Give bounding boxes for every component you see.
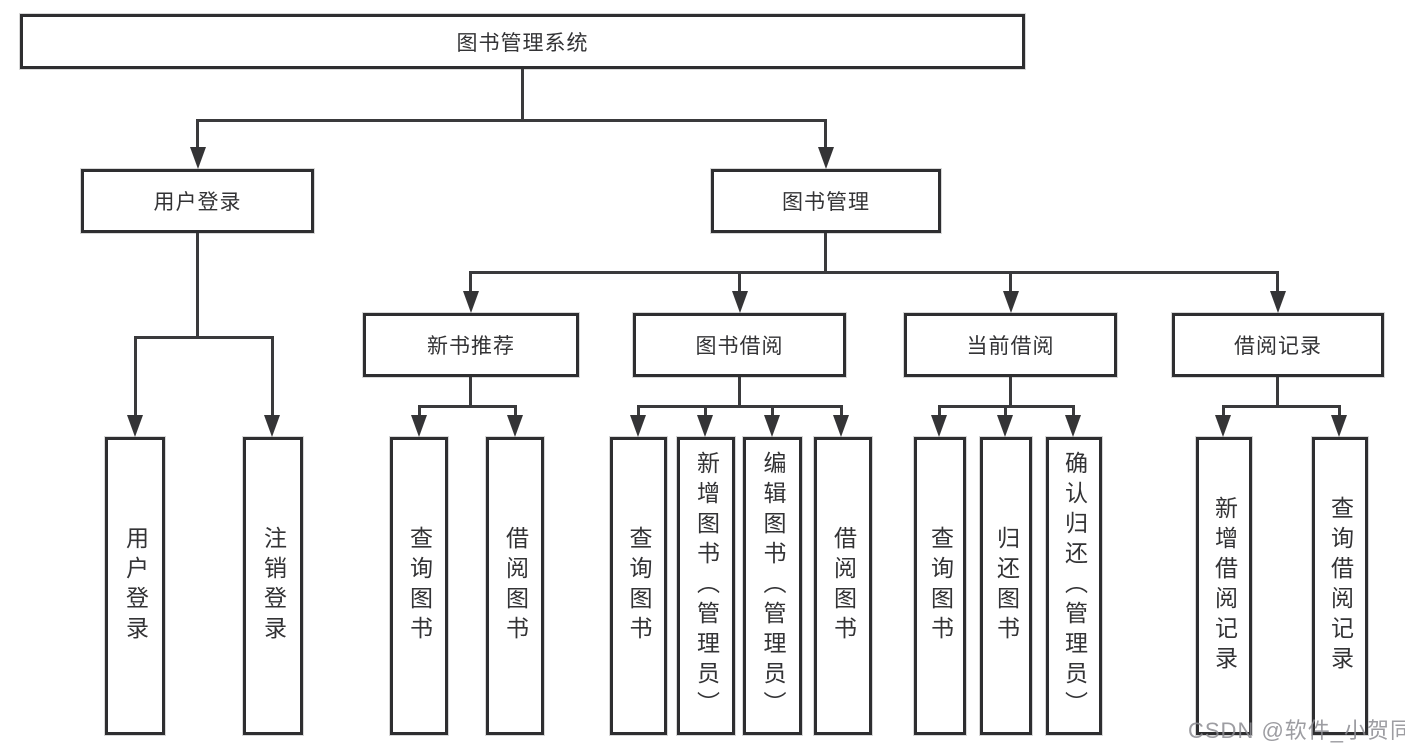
connector-leaf-stem [514,405,517,421]
connector-leaf-stem [771,405,774,421]
leaf-current-return-books-label: 归还图书 [993,526,1020,646]
connector-to-leaf-logout [271,336,274,421]
arrow-down-icon [818,147,834,169]
node-borrow-records-label: 借阅记录 [1234,335,1322,358]
connector-to-new-book-recommend [469,271,472,297]
leaf-records-add-record: 新增借阅记录 [1196,437,1252,735]
leaf-rec-query-books: 查询图书 [390,437,448,735]
arrow-down-icon [1270,291,1286,313]
leaf-current-query-books-label: 查询图书 [927,526,954,646]
leaf-current-query-books: 查询图书 [914,437,966,735]
connector-to-book-mgmt [824,119,827,151]
arrow-down-icon [697,415,713,437]
connector-to-user-login [196,119,199,151]
connector-leaf-stem [637,405,640,421]
node-current-borrow: 当前借阅 [904,313,1117,377]
arrow-down-icon [507,415,523,437]
arrow-down-icon [997,415,1013,437]
leaf-borrow-borrow-books-label: 借阅图书 [830,526,857,646]
connector-root-bar [196,119,827,122]
leaf-borrow-edit-books-admin: 编辑图书（管理员） [743,437,802,735]
leaf-current-confirm-return-admin-label: 确认归还（管理员） [1061,451,1088,721]
csdn-watermark: CSDN @软件_小贺同学 [1188,718,1405,743]
connector-root-stem [521,69,524,119]
leaf-logout-label: 注销登录 [260,526,287,646]
leaf-rec-query-books-label: 查询图书 [406,526,433,646]
connector-to-leaf-user-login [134,336,137,421]
arrow-down-icon [764,415,780,437]
leaf-borrow-query-books-label: 查询图书 [626,526,652,646]
leaf-user-login-label: 用户登录 [122,526,149,646]
arrow-down-icon [1215,415,1231,437]
arrow-down-icon [732,291,748,313]
connector-book-mgmt-stem [824,233,827,271]
connector-to-borrow-records [1276,271,1279,297]
connector-leaf-stem [1072,405,1075,421]
leaf-borrow-borrow-books: 借阅图书 [814,437,872,735]
node-root-label: 图书管理系统 [456,31,589,55]
arrow-down-icon [264,415,280,437]
node-new-book-recommend: 新书推荐 [363,313,579,377]
node-book-borrow: 图书借阅 [633,313,846,377]
node-book-management-label: 图书管理 [782,191,870,214]
arrow-down-icon [630,415,646,437]
node-book-borrow-label: 图书借阅 [695,335,784,358]
connector-leaf-stem [704,405,707,421]
leaf-borrow-query-books: 查询图书 [610,437,667,735]
leaf-records-add-record-label: 新增借阅记录 [1211,496,1238,676]
arrow-down-icon [833,415,849,437]
node-user-login-label: 用户登录 [153,191,242,214]
node-user-login: 用户登录 [81,169,314,233]
connector-book-mgmt-bar [469,271,1278,274]
arrow-down-icon [190,147,206,169]
leaf-logout: 注销登录 [243,437,303,735]
arrow-down-icon [1003,291,1019,313]
connector-leaf-stem [1222,405,1225,421]
connector-user-login-stem [196,233,199,336]
connector-borrow-stem [738,377,741,405]
connector-recommend-bar [418,405,517,408]
leaf-current-confirm-return-admin: 确认归还（管理员） [1046,437,1102,735]
leaf-records-query-record-label: 查询借阅记录 [1327,496,1354,676]
connector-to-book-borrow [738,271,741,297]
connector-leaf-stem [938,405,941,421]
arrow-down-icon [1331,415,1347,437]
leaf-borrow-add-books-admin: 新增图书（管理员） [677,437,735,735]
node-book-management: 图书管理 [711,169,941,233]
leaf-rec-borrow-books: 借阅图书 [486,437,544,735]
connector-to-current-borrow [1009,271,1012,297]
connector-leaf-stem [840,405,843,421]
arrow-down-icon [1065,415,1081,437]
connector-recommend-stem [469,377,472,405]
connector-records-stem [1276,377,1279,405]
arrow-down-icon [931,415,947,437]
arrow-down-icon [127,415,143,437]
leaf-user-login: 用户登录 [105,437,165,735]
connector-leaf-stem [418,405,421,421]
connector-user-login-bar [134,336,274,339]
leaf-rec-borrow-books-label: 借阅图书 [502,526,529,646]
arrow-down-icon [411,415,427,437]
arrow-down-icon [463,291,479,313]
connector-borrow-bar [637,405,843,408]
leaf-borrow-edit-books-admin-label: 编辑图书（管理员） [760,451,786,721]
node-borrow-records: 借阅记录 [1172,313,1384,377]
node-new-book-recommend-label: 新书推荐 [427,335,515,358]
connector-leaf-stem [1338,405,1341,421]
node-current-borrow-label: 当前借阅 [966,335,1055,358]
connector-records-bar [1222,405,1341,408]
connector-current-stem [1009,377,1012,405]
connector-leaf-stem [1004,405,1007,421]
node-root: 图书管理系统 [20,14,1025,69]
leaf-current-return-books: 归还图书 [980,437,1032,735]
leaf-records-query-record: 查询借阅记录 [1312,437,1368,735]
leaf-borrow-add-books-admin-label: 新增图书（管理员） [693,451,720,721]
